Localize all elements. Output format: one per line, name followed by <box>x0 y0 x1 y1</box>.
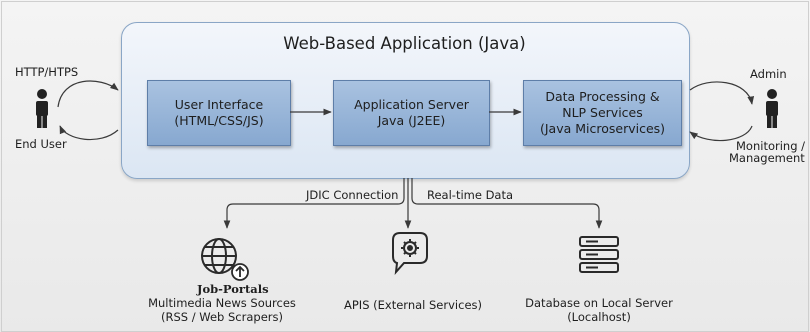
application-server-module: Application Server Java (J2EE) <box>333 80 490 146</box>
protocol-label: HTTP/HTPS <box>15 65 79 79</box>
module-line: Java (J2EE) <box>377 113 446 128</box>
realtime-data-label: Real-time Data <box>427 188 514 202</box>
arrow-app-to-user <box>59 125 119 141</box>
user-interface-module: User Interface (HTML/CSS/JS) <box>147 80 291 146</box>
arrow-user-to-app <box>57 80 119 108</box>
module-line: (HTML/CSS/JS) <box>174 113 264 128</box>
management-label: Management <box>729 151 805 165</box>
job-portals-title: Job-Portals <box>197 282 269 296</box>
rss-scrapers-label: (RSS / Web Scrapers) <box>161 310 283 324</box>
module-line: NLP Services <box>562 105 643 120</box>
news-sources-label: Multimedia News Sources <box>148 296 296 310</box>
data-processing-module: Data Processing & NLP Services (Java Mic… <box>523 80 682 146</box>
module-line: (Java Microservices) <box>539 121 666 136</box>
database-label: Database on Local Server <box>525 296 673 310</box>
app-title: Web-Based Application (Java) <box>283 34 526 53</box>
upload-badge-icon <box>231 263 249 281</box>
server-stack-icon <box>579 236 619 273</box>
localhost-label: (Localhost) <box>567 310 631 324</box>
arrow-admin-to-app <box>689 125 753 142</box>
jdic-connection-label: JDIC Connection <box>306 188 399 202</box>
module-line: Data Processing & <box>545 89 660 104</box>
gear-chat-icon <box>392 232 428 276</box>
module-line: User Interface <box>174 97 264 112</box>
end-user-label: End User <box>15 137 67 151</box>
data-connectors <box>223 178 603 229</box>
end-user-person-icon <box>36 89 48 128</box>
admin-person-icon <box>766 89 778 128</box>
arrow-app-to-admin <box>689 81 755 105</box>
globe-icon <box>201 238 237 274</box>
apis-label: APIS (External Services) <box>344 298 482 312</box>
module-line: Application Server <box>354 97 469 112</box>
admin-label: Admin <box>750 67 787 81</box>
monitoring-label: Monitoring / <box>736 139 806 153</box>
